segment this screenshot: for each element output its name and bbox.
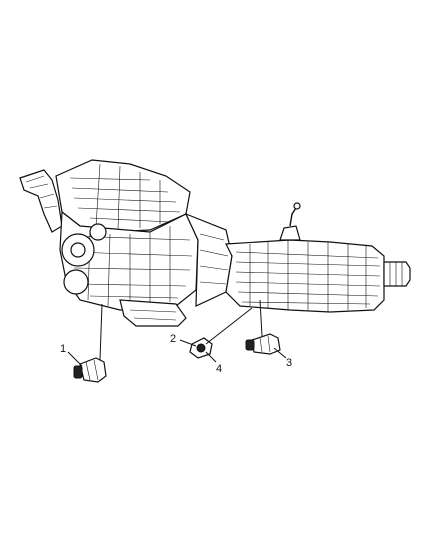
- engine-illustration: [19, 159, 233, 327]
- callout-2: 2: [170, 333, 176, 345]
- sensor-part-1: [73, 357, 107, 383]
- callout-4: 4: [216, 363, 222, 375]
- transmission-illustration: [225, 202, 411, 313]
- leader-line-1: [67, 351, 83, 367]
- leader-line-4b: [205, 307, 253, 345]
- leader-line-2: [179, 339, 197, 347]
- leader-line-4: [205, 351, 217, 363]
- leader-line-1b: [99, 303, 103, 361]
- leader-line-3: [273, 347, 287, 359]
- callout-1: 1: [60, 343, 66, 355]
- leader-line-3b: [259, 299, 263, 337]
- sensor-part-3: [245, 333, 281, 355]
- leader-lines: [67, 299, 287, 367]
- callout-3: 3: [286, 357, 292, 369]
